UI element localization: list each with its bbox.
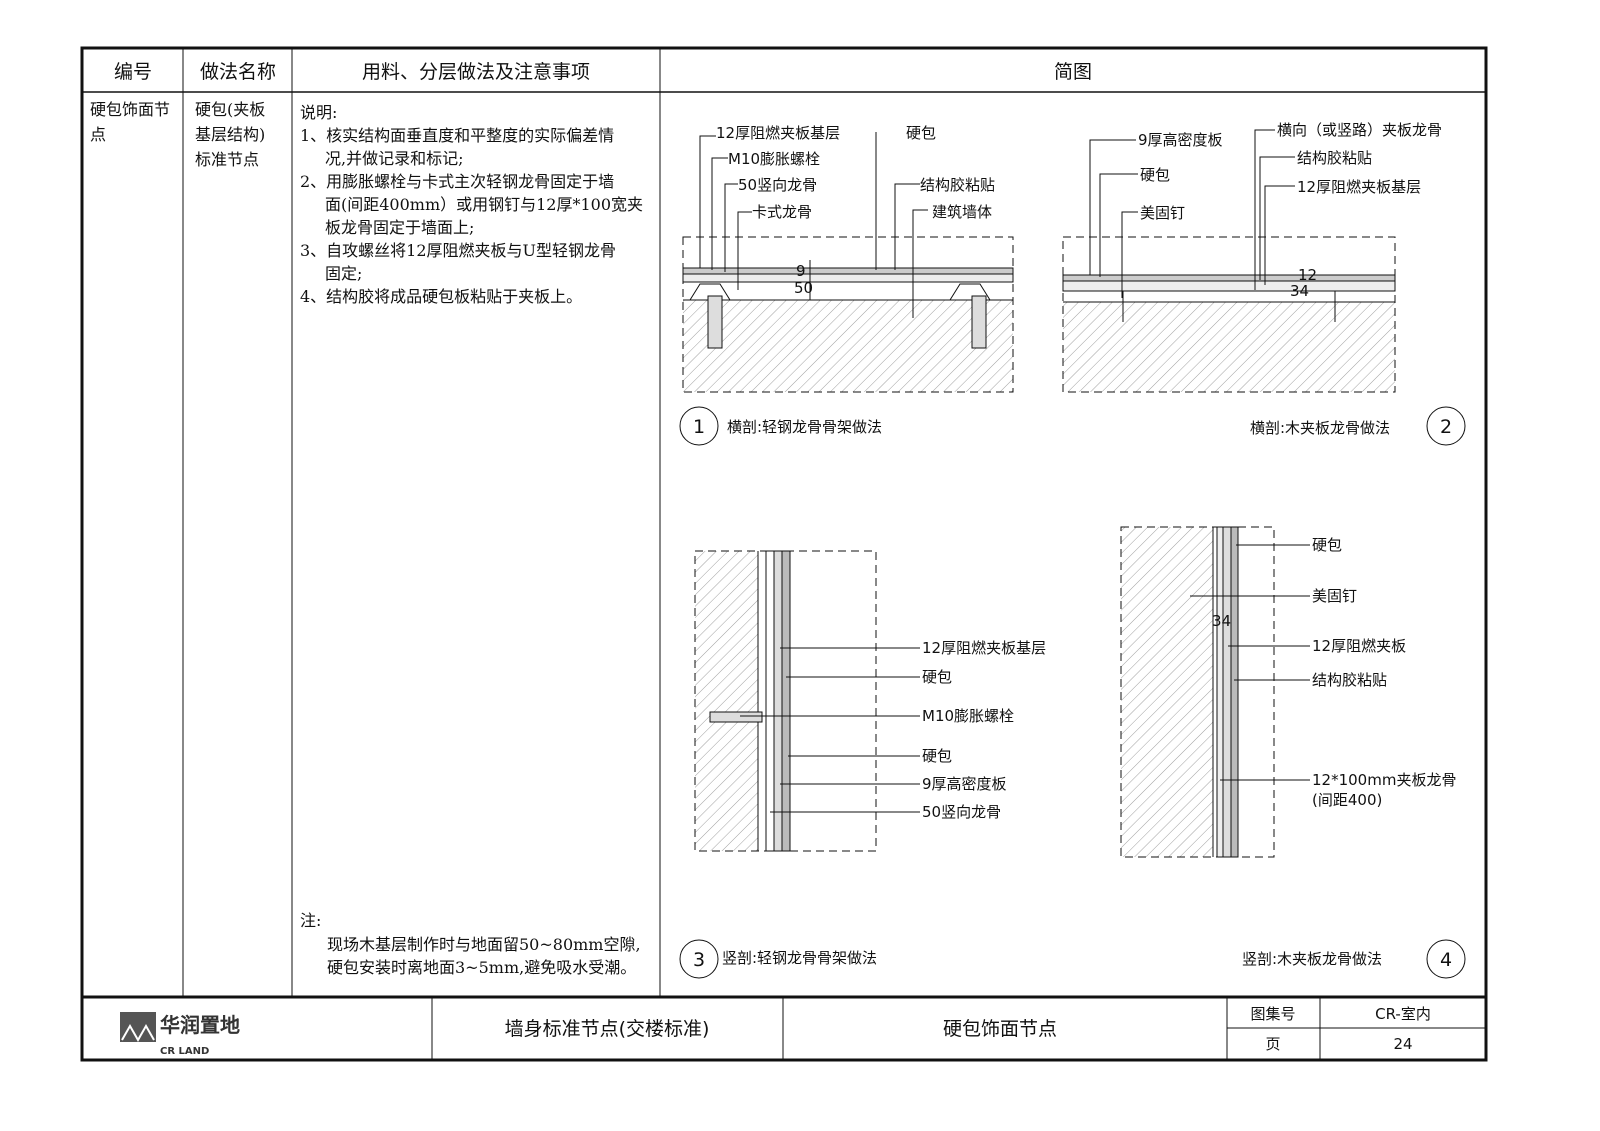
fig1-dim: 50 bbox=[794, 279, 813, 297]
fig3-label: 9厚高密度板 bbox=[922, 775, 1007, 793]
code-line: 硬包饰面节 bbox=[90, 100, 170, 119]
fig1-caption: 横剖:轻钢龙骨骨架做法 bbox=[727, 418, 882, 436]
remark-line: 现场木基层制作时与地面留50~80mm空隙, bbox=[327, 935, 641, 954]
figure-2-horizontal-section bbox=[1062, 129, 1396, 393]
figure-3-vertical-section bbox=[694, 550, 920, 852]
fig1-number: 1 bbox=[693, 416, 705, 438]
name-line: 基层结构) bbox=[195, 125, 265, 144]
footer-drawing-title: 硬包饰面节点 bbox=[943, 1018, 1057, 1040]
notes-block: 说明: 1、核实结构面垂直度和平整度的实际偏差情 况,并做记录和标记; 2、用膨… bbox=[300, 103, 643, 977]
name-line: 硬包(夹板 bbox=[195, 100, 265, 119]
note-line: 1、核实结构面垂直度和平整度的实际偏差情 bbox=[300, 126, 614, 145]
fig4-label: (间距400) bbox=[1312, 791, 1382, 809]
fig2-label: 9厚高密度板 bbox=[1138, 131, 1223, 149]
note-line: 况,并做记录和标记; bbox=[325, 149, 463, 168]
note-line: 固定; bbox=[325, 264, 362, 283]
fig2-label: 结构胶粘贴 bbox=[1297, 149, 1372, 167]
fig4-label: 12厚阻燃夹板 bbox=[1312, 637, 1406, 655]
fig1-label: 卡式龙骨 bbox=[752, 203, 812, 221]
remark-line: 硬包安装时离地面3~5mm,避免吸水受潮。 bbox=[327, 958, 636, 977]
note-line: 面(间距400mm）或用钢钉与12厚*100宽夹 bbox=[325, 195, 643, 214]
logo-text: 华润置地 bbox=[160, 1013, 240, 1037]
fig3-label: 12厚阻燃夹板基层 bbox=[922, 639, 1046, 657]
fig2-number: 2 bbox=[1440, 416, 1452, 438]
page-label: 页 bbox=[1265, 1035, 1280, 1053]
cr-land-logo: 华润置地 CR LAND bbox=[120, 1012, 240, 1057]
fig4-number-circle bbox=[1426, 939, 1466, 979]
fig3-label: M10膨胀螺栓 bbox=[922, 707, 1014, 725]
fig1-label: 50竖向龙骨 bbox=[738, 176, 817, 194]
fig4-number: 4 bbox=[1440, 949, 1452, 971]
header-notes: 用料、分层做法及注意事项 bbox=[362, 61, 590, 83]
header-code: 编号 bbox=[114, 61, 152, 83]
name-line: 标准节点 bbox=[195, 150, 259, 169]
fig4-label: 结构胶粘贴 bbox=[1312, 671, 1387, 689]
fig4-label: 美固钉 bbox=[1312, 587, 1357, 605]
fig1-label: 建筑墙体 bbox=[932, 203, 992, 221]
note-line: 说明: bbox=[300, 103, 337, 122]
fig2-caption: 横剖:木夹板龙骨做法 bbox=[1250, 419, 1390, 437]
atlas-label: 图集号 bbox=[1250, 1005, 1295, 1023]
header-diagram: 简图 bbox=[1054, 61, 1092, 83]
remark-line: 注: bbox=[300, 911, 321, 930]
note-line: 3、自攻螺丝将12厚阻燃夹板与U型轻钢龙骨 bbox=[300, 241, 616, 260]
logo-sub: CR LAND bbox=[160, 1046, 209, 1057]
fig3-caption: 竖剖:轻钢龙骨骨架做法 bbox=[722, 949, 877, 967]
fig2-label: 横向（或竖路）夹板龙骨 bbox=[1277, 121, 1442, 139]
figure-1-horizontal-section bbox=[682, 132, 1014, 393]
fig2-label: 硬包 bbox=[1140, 166, 1170, 184]
figure-4-vertical-section bbox=[1120, 526, 1310, 858]
fig2-label: 美固钉 bbox=[1140, 204, 1185, 222]
fig2-number-circle bbox=[1426, 406, 1466, 446]
fig4-dim: 34 bbox=[1212, 612, 1231, 630]
note-line: 4、结构胶将成品硬包板粘贴于夹板上。 bbox=[300, 287, 582, 306]
fig1-dim: 9 bbox=[796, 262, 806, 280]
fig1-number-circle bbox=[679, 406, 719, 446]
note-line: 板龙骨固定于墙面上; bbox=[325, 218, 474, 237]
fig3-label: 硬包 bbox=[922, 747, 952, 765]
header-name: 做法名称 bbox=[200, 61, 276, 83]
fig3-label: 50竖向龙骨 bbox=[922, 803, 1001, 821]
page-value: 24 bbox=[1393, 1035, 1412, 1053]
fig2-dim: 12 bbox=[1298, 266, 1317, 284]
fig1-label: M10膨胀螺栓 bbox=[728, 150, 820, 168]
code-line: 点 bbox=[90, 125, 106, 144]
note-line: 2、用膨胀螺栓与卡式主次轻钢龙骨固定于墙 bbox=[300, 172, 614, 191]
fig4-label: 12*100mm夹板龙骨 bbox=[1312, 771, 1456, 789]
fig1-label: 12厚阻燃夹板基层 bbox=[716, 124, 840, 142]
fig4-caption: 竖剖:木夹板龙骨做法 bbox=[1242, 950, 1382, 968]
fig4-label: 硬包 bbox=[1312, 536, 1342, 554]
fig3-number: 3 bbox=[693, 949, 705, 971]
fig2-label: 12厚阻燃夹板基层 bbox=[1297, 178, 1421, 196]
fig3-label: 硬包 bbox=[922, 668, 952, 686]
fig1-label: 硬包 bbox=[906, 124, 936, 142]
footer-series-title: 墙身标准节点(交楼标准) bbox=[505, 1018, 710, 1040]
fig1-label: 结构胶粘贴 bbox=[920, 176, 995, 194]
fig2-dim: 34 bbox=[1290, 282, 1309, 300]
atlas-value: CR-室内 bbox=[1375, 1005, 1431, 1023]
table-frame bbox=[80, 46, 1488, 1062]
fig3-number-circle bbox=[679, 939, 719, 979]
